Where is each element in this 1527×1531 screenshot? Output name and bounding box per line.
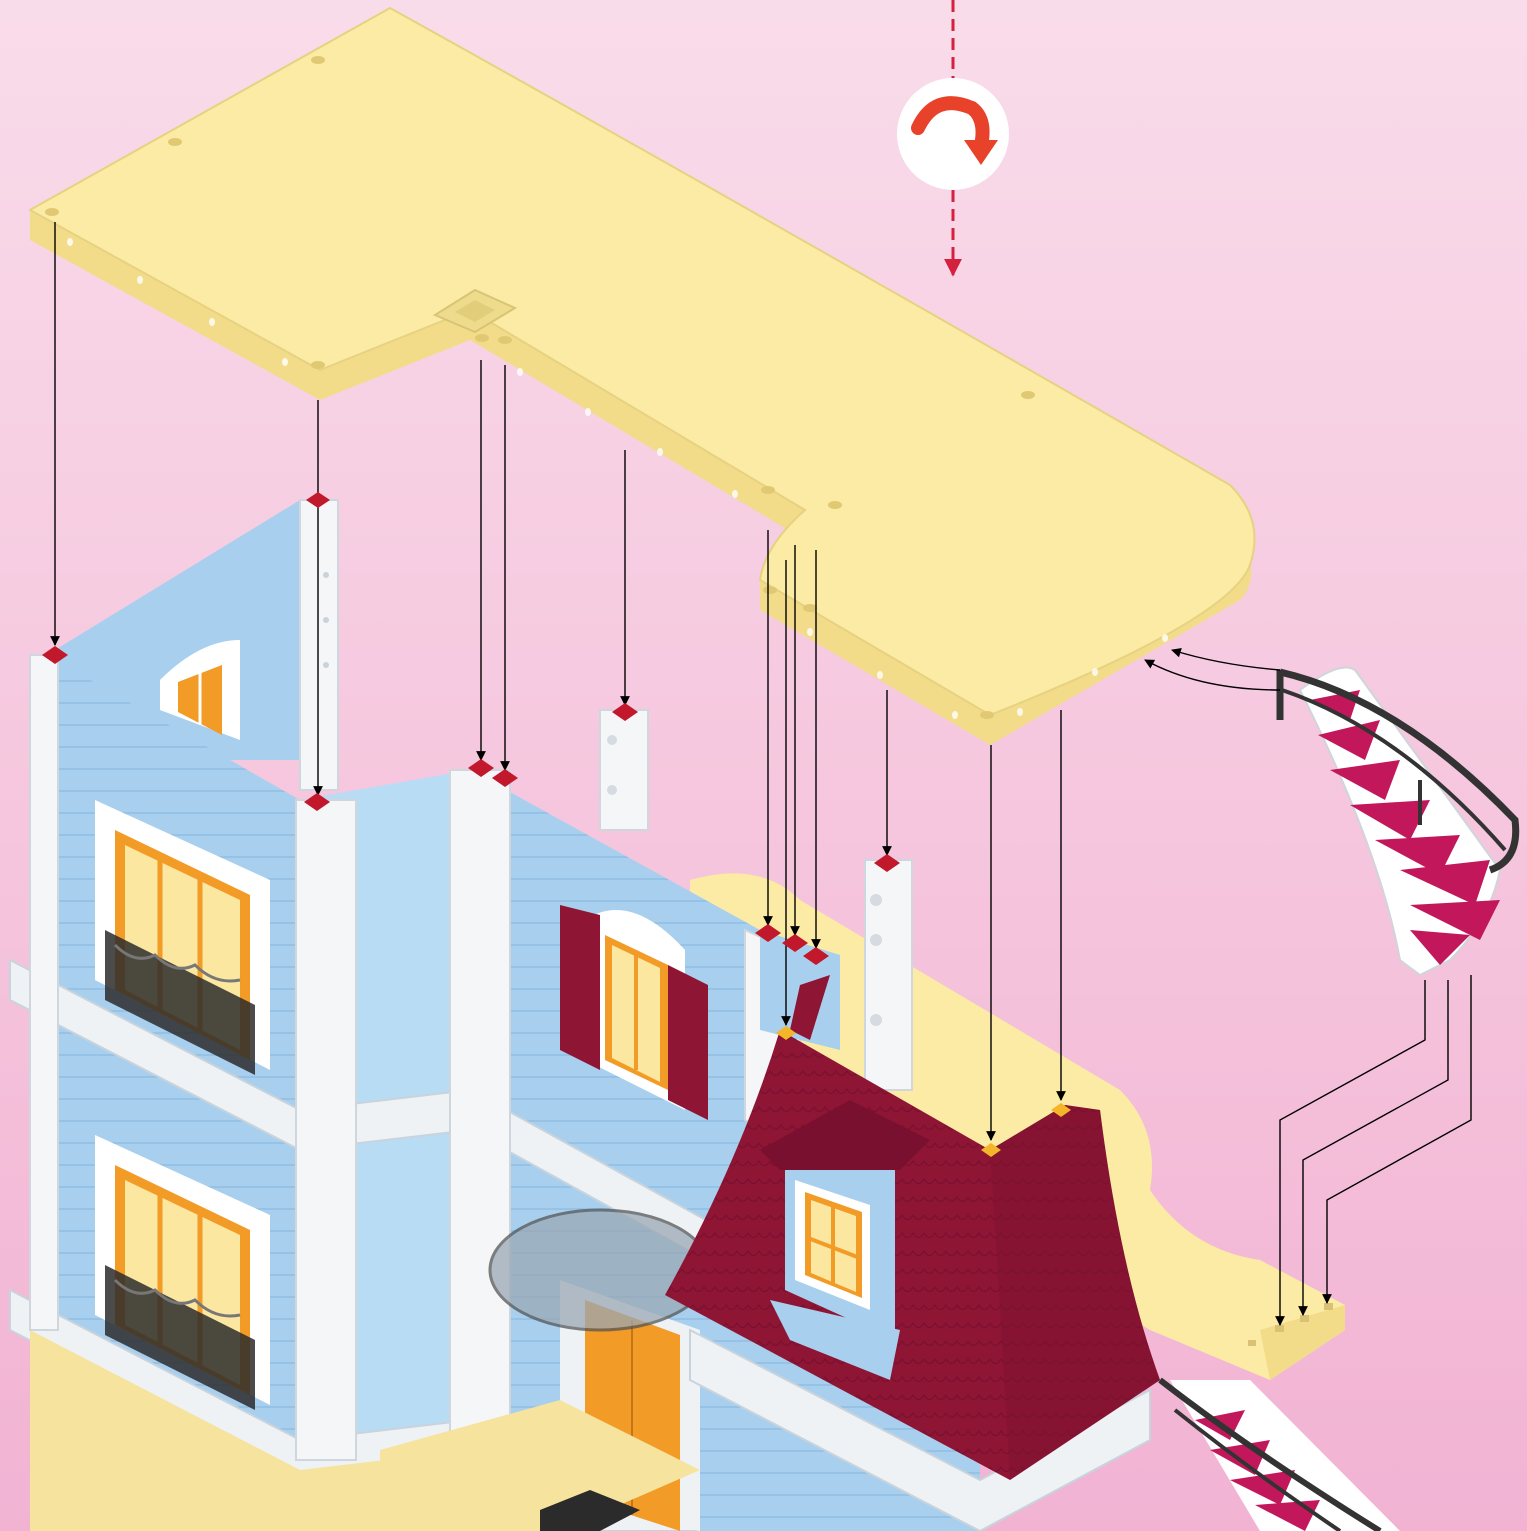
rotate-clockwise-icon	[897, 78, 1009, 190]
